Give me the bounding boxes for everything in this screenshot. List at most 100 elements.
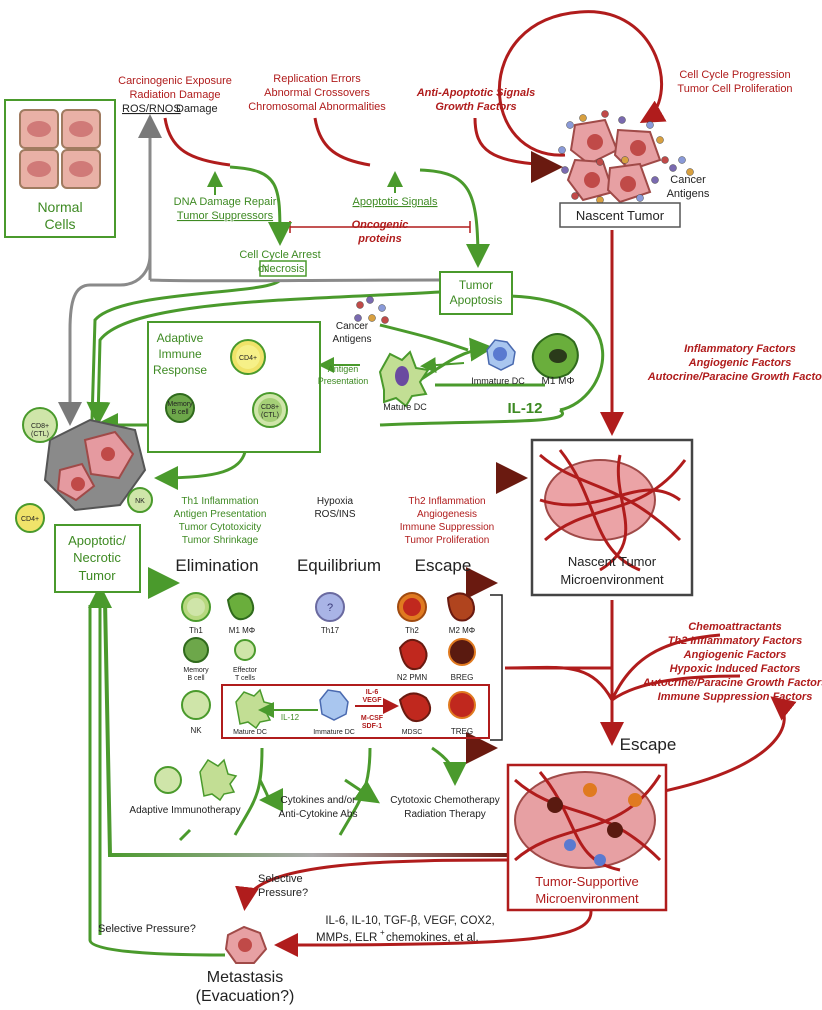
m1-label: M1 MΦ bbox=[542, 376, 575, 387]
antigen-dot bbox=[378, 304, 386, 312]
antigen-dot bbox=[368, 314, 376, 322]
antigen-dot bbox=[366, 296, 374, 304]
selective1-2: Pressure? bbox=[258, 887, 308, 899]
mediators-1: IL-6, IL-10, TGF-β, VEGF, COX2, bbox=[325, 915, 494, 927]
apoptotic-tumor-cluster bbox=[15, 407, 153, 533]
chemo-factor-5: Autocrine/Paracine Growth Factors bbox=[642, 677, 822, 689]
escape-label: Escape bbox=[620, 735, 677, 754]
elimination-label: Elimination bbox=[175, 556, 258, 575]
nk-label-small: NK bbox=[135, 498, 145, 505]
antigen-dot bbox=[646, 121, 654, 129]
replication-1: Replication Errors bbox=[273, 73, 361, 85]
cell-effector-2: T cells bbox=[235, 675, 256, 682]
replication-2: Abnormal Crossovers bbox=[264, 87, 370, 99]
cell-mcsf-1: M-CSF bbox=[361, 715, 384, 722]
th2-4: Tumor Proliferation bbox=[405, 535, 490, 546]
or-label: or bbox=[258, 263, 268, 275]
th2-1: Th2 Inflammation bbox=[408, 496, 485, 507]
antigen-dot bbox=[356, 301, 364, 309]
tumor-apoptosis-box bbox=[439, 271, 513, 315]
memory-b-1: Memory bbox=[167, 401, 193, 408]
antigen-dot bbox=[621, 156, 629, 164]
antigen-dot bbox=[596, 158, 604, 166]
apoptotic-tumor-1: Apoptotic/ bbox=[68, 533, 126, 548]
cell-cycle-1: Cell Cycle Progression bbox=[679, 69, 790, 81]
dna-repair-2: Tumor Suppressors bbox=[177, 210, 274, 222]
th1-3: Tumor Cytotoxicity bbox=[179, 522, 261, 533]
antigen-dot bbox=[656, 136, 664, 144]
cytokines-1: Cytokines and/or bbox=[280, 795, 356, 806]
mediators-3: chemokines, et al. bbox=[386, 932, 479, 944]
escape-phase-label: Escape bbox=[415, 556, 472, 575]
th17-mark: ? bbox=[327, 602, 333, 614]
nascent-tumor-label: Nascent Tumor bbox=[576, 208, 665, 223]
carcinogen-line1: Carcinogenic Exposure bbox=[118, 75, 232, 87]
antigen-dot bbox=[678, 156, 686, 164]
cell-treg: TREG bbox=[451, 727, 473, 736]
tumor-apoptosis-1: Tumor bbox=[459, 278, 493, 292]
cell-nk: NK bbox=[190, 726, 202, 735]
antigen-dot bbox=[558, 146, 566, 154]
immature-dc-label: Immature DC bbox=[471, 376, 525, 386]
cell-mature-dc: Mature DC bbox=[233, 729, 267, 736]
antigen-dot bbox=[618, 116, 626, 124]
therapy-icons bbox=[154, 758, 238, 802]
factors-1: Inflammatory Factors bbox=[684, 343, 796, 355]
th2-3: Immune Suppression bbox=[400, 522, 495, 533]
cell-il6-2: VEGF bbox=[362, 697, 382, 704]
cd4-label-small: CD4+ bbox=[21, 516, 39, 523]
cytokines-2: Anti-Cytokine Abs bbox=[279, 809, 358, 820]
chemo-factor-1: Chemoattractants bbox=[688, 621, 782, 633]
ctl-label-2: (CTL) bbox=[31, 431, 49, 438]
cell-th17: Th17 bbox=[321, 626, 340, 635]
apoptotic-signals: Apoptotic Signals bbox=[353, 196, 438, 208]
antigen-dot bbox=[579, 114, 587, 122]
hypoxia-1: Hypoxia bbox=[317, 496, 354, 507]
chemo-factor-3: Angiogenic Factors bbox=[683, 649, 787, 661]
cell-memory-1: Memory bbox=[183, 667, 209, 674]
chemo-2: Radiation Therapy bbox=[404, 809, 486, 820]
chemo-factor-4: Hypoxic Induced Factors bbox=[670, 663, 801, 675]
ros-damage: Damage bbox=[176, 103, 218, 115]
cell-mdsc: MDSC bbox=[402, 729, 423, 736]
cell-th2: Th2 bbox=[405, 626, 419, 635]
cell-m2: M2 MΦ bbox=[449, 626, 475, 635]
nascent-microenv-box bbox=[530, 438, 694, 597]
apoptotic-tumor-3: Tumor bbox=[78, 568, 116, 583]
memory-b-2: B cell bbox=[171, 409, 189, 416]
il12-label: IL-12 bbox=[507, 400, 542, 417]
cell-cycle-arrest: Cell Cycle Arrest bbox=[239, 249, 320, 261]
antigen-dot bbox=[354, 314, 362, 322]
chemo-factor-2: Th2 Inflammatory Factors bbox=[668, 635, 802, 647]
equilibrium-label: Equilibrium bbox=[297, 556, 381, 575]
adaptive-immunotherapy: Adaptive Immunotherapy bbox=[129, 805, 240, 816]
antigen-pres-1: Antigen bbox=[328, 364, 359, 374]
mature-dc-label: Mature DC bbox=[383, 402, 427, 412]
hypoxia-2: ROS/INS bbox=[314, 509, 355, 520]
cell-effector-1: Effector bbox=[233, 667, 258, 674]
dna-repair-1: DNA Damage Repair bbox=[174, 196, 277, 208]
green-arrows bbox=[86, 165, 605, 957]
antigen-dot bbox=[561, 166, 569, 174]
metastasis-2: (Evacuation?) bbox=[196, 988, 295, 1005]
cell-il6-1: IL-6 bbox=[366, 689, 379, 696]
cancer-antigens-mid-1: Cancer bbox=[336, 321, 369, 332]
selective1-1: Selective bbox=[258, 873, 303, 885]
replication-3: Chromosomal Abnormalities bbox=[248, 101, 386, 113]
apoptotic-tumor-2: Necrotic bbox=[73, 550, 121, 565]
nascent-tumor-box bbox=[559, 202, 681, 228]
th2-2: Angiogenesis bbox=[417, 509, 477, 520]
cancer-antigens-top-2: Antigens bbox=[667, 188, 710, 200]
cell-cycle-2: Tumor Cell Proliferation bbox=[677, 83, 792, 95]
antigen-dot bbox=[381, 316, 389, 324]
normal-cells-label-1: Normal bbox=[37, 199, 82, 215]
chemo-factor-6: Immune Suppression Factors bbox=[658, 691, 813, 703]
cd4-label: CD4+ bbox=[239, 355, 257, 362]
antigen-dots bbox=[354, 110, 694, 324]
apoptotic-tumor-box bbox=[54, 524, 141, 593]
cell-immature-dc: Immature DC bbox=[313, 729, 355, 736]
tumor-supportive-1: Tumor-Supportive bbox=[535, 874, 639, 889]
adaptive-title-2: Immune bbox=[158, 347, 202, 361]
cell-m1: M1 MΦ bbox=[229, 626, 255, 635]
microenv-1: Nascent Tumor bbox=[568, 554, 657, 569]
